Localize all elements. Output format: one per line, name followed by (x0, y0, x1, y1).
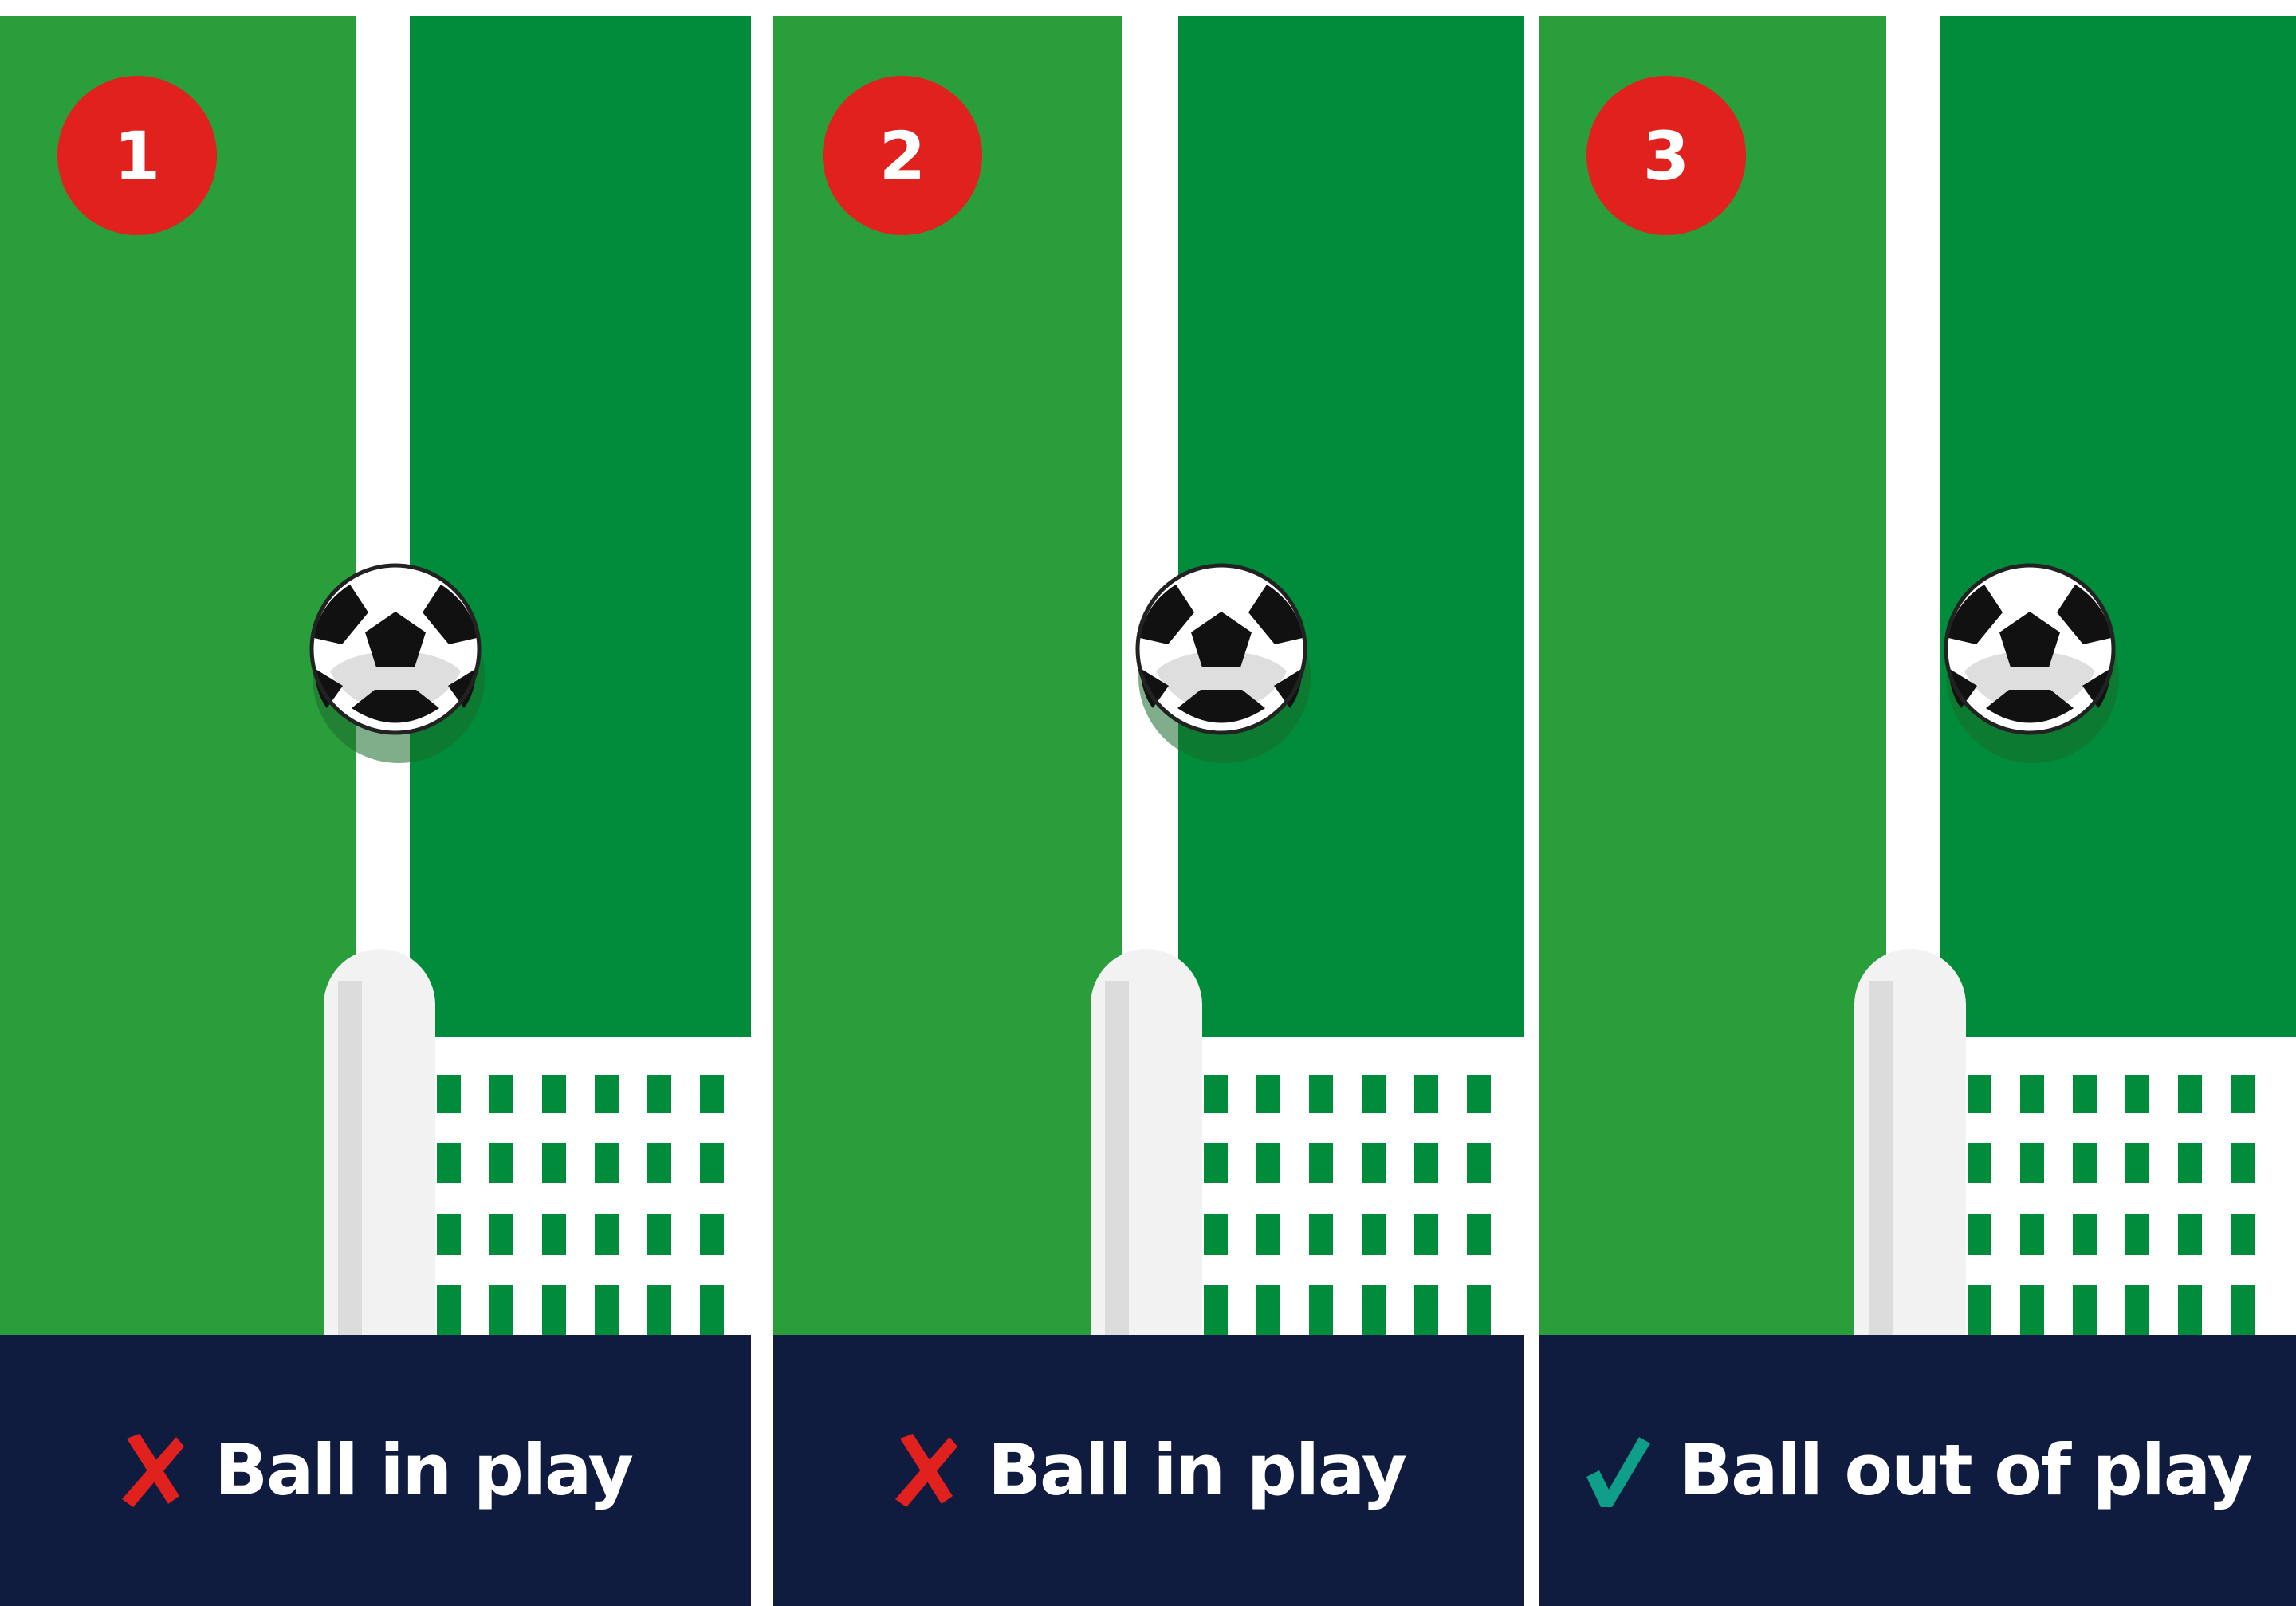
goal-post (1091, 949, 1202, 1335)
goal-post (1854, 949, 1966, 1335)
panel-caption: Ball in play (773, 1335, 1524, 1606)
panel-number-badge: 1 (57, 76, 217, 235)
panel-3: 3 Ball out of play (1539, 16, 2296, 1606)
panel-number: 3 (1643, 117, 1689, 195)
panel-2: 2 Ball in play (773, 16, 1524, 1606)
panel-number-badge: 2 (823, 76, 982, 235)
football-icon (1946, 565, 2119, 763)
panel-number-badge: 3 (1586, 76, 1746, 235)
pitch-scene: 1 (0, 16, 751, 1335)
football-icon (1138, 565, 1311, 763)
cross-icon (892, 1432, 959, 1509)
verdict-label: Ball in play (988, 1435, 1406, 1506)
panel-1: 1 Ball in play (0, 16, 751, 1606)
check-icon (1583, 1432, 1650, 1509)
panel-number: 2 (879, 117, 926, 195)
touch-line (1886, 16, 1940, 1053)
pitch-scene: 2 (773, 16, 1524, 1335)
panel-divider (751, 0, 773, 1606)
goal-net (1961, 1037, 2296, 1335)
touch-line (356, 16, 410, 1053)
panel-divider (1524, 0, 1539, 1606)
goal-net (431, 1037, 751, 1335)
pitch-scene: 3 (1539, 16, 2296, 1335)
verdict-label: Ball out of play (1679, 1435, 2251, 1506)
football-icon (312, 565, 485, 763)
touch-line (1122, 16, 1178, 1053)
verdict-label: Ball in play (214, 1435, 632, 1506)
panel-caption: Ball in play (0, 1335, 751, 1606)
goal-net (1197, 1037, 1524, 1335)
panel-number: 1 (114, 117, 160, 195)
cross-icon (119, 1432, 186, 1509)
panel-caption: Ball out of play (1539, 1335, 2296, 1606)
goal-post (324, 949, 435, 1335)
